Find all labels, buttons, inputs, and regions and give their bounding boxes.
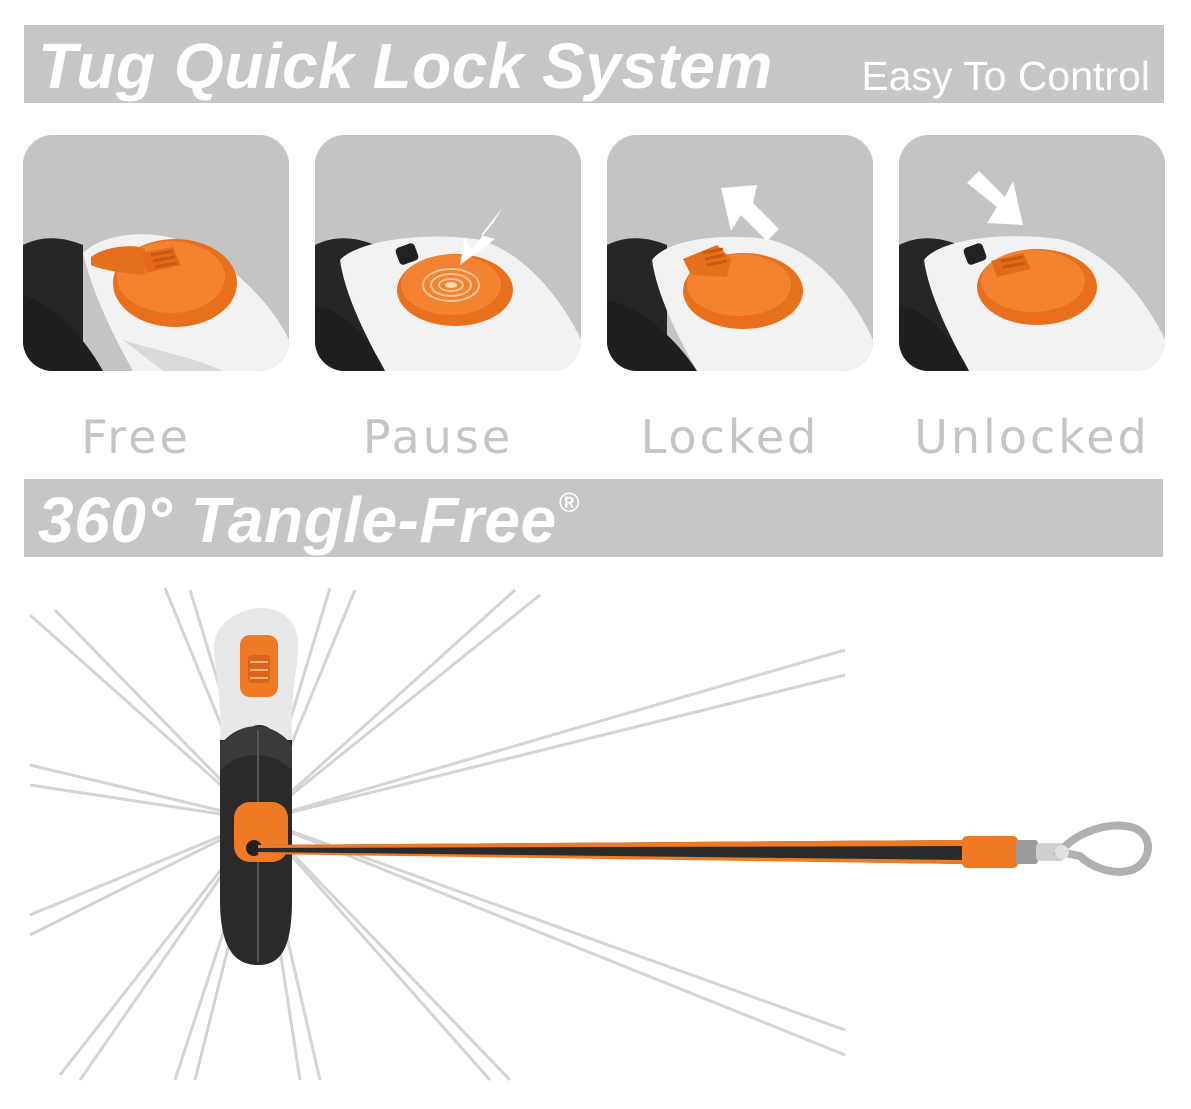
section-title-text: 360° Tangle-Free — [38, 484, 557, 556]
arrow-up-icon — [721, 185, 779, 241]
state-panel-locked — [607, 135, 873, 371]
section-title: 360° Tangle-Free® — [38, 483, 580, 557]
state-label-unlocked: Unlocked — [914, 410, 1150, 464]
state-label-free: Free — [81, 410, 191, 464]
header-banner: Tug Quick Lock System Easy To Control — [24, 25, 1164, 103]
state-panel-unlocked — [899, 135, 1165, 371]
state-panel-free — [23, 135, 289, 371]
state-label-pause: Pause — [362, 410, 514, 464]
press-arrow-icon — [460, 207, 503, 265]
page-subtitle: Easy To Control — [861, 53, 1150, 99]
section-banner-tangle-free: 360° Tangle-Free® — [24, 479, 1163, 557]
registered-mark: ® — [558, 487, 580, 518]
state-panel-pause — [315, 135, 581, 371]
leash-illustration — [29, 587, 1152, 1082]
page-title: Tug Quick Lock System — [38, 30, 773, 102]
motion-lines — [29, 587, 846, 1082]
arrow-down-icon — [967, 171, 1023, 225]
leash-clip-icon — [962, 821, 1152, 876]
state-label-locked: Locked — [640, 410, 820, 464]
